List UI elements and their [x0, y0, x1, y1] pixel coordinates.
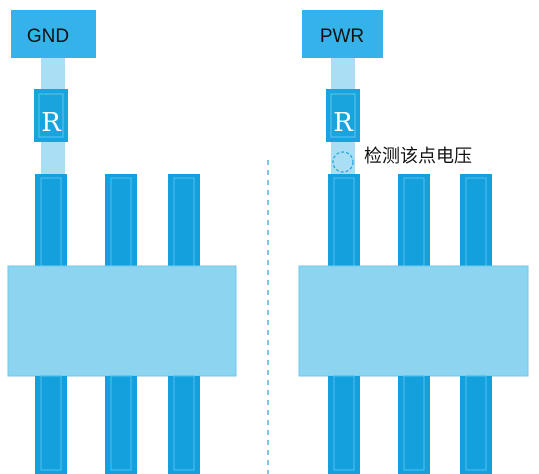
left-pin-2-top [105, 174, 137, 268]
right-pin-1-bottom-inner [333, 375, 355, 471]
right-resistor-label: R [333, 108, 354, 138]
right-pin-2-bottom-inner [403, 375, 425, 471]
left-bottom-pins [35, 375, 200, 474]
right-pin-3-bottom-inner [465, 375, 487, 471]
probe-annotation: 检测该点电压 [364, 146, 472, 167]
left-pin-2-bottom-inner [110, 375, 132, 471]
left-resistor-label: R [41, 108, 62, 138]
right-resistor-inner [330, 93, 356, 138]
gnd-rail-label: GND [27, 26, 69, 47]
left-pin-1-bottom [35, 376, 67, 474]
right-pin-2-top [398, 174, 430, 268]
right-resistor-box [326, 89, 360, 142]
pwr-rail-box [302, 10, 383, 58]
left-top-pins [35, 174, 200, 269]
right-resistor-to-pin-connector [331, 142, 355, 176]
left-resistor-box [34, 89, 68, 142]
left-pin-3-top [168, 174, 200, 268]
left-pin-2-bottom [105, 376, 137, 474]
gnd-rail-box [11, 10, 96, 58]
right-pin-2-bottom [398, 376, 430, 474]
pwr-rail-label: PWR [320, 26, 364, 47]
right-pin-1-bottom [328, 376, 360, 474]
gnd-connector [41, 58, 65, 90]
right-circuit: PWR R 检测该点电压 [298, 10, 529, 474]
right-top-pins [328, 174, 492, 269]
right-pin-3-top [460, 174, 492, 268]
right-bottom-pins [328, 375, 492, 474]
left-pin-1-bottom-inner [40, 375, 62, 471]
left-pin-1-top [35, 174, 67, 268]
probe-point-marker [332, 151, 354, 173]
left-resistor-inner [38, 93, 64, 138]
right-pin-3-bottom [460, 376, 492, 474]
left-pin-3-bottom [168, 376, 200, 474]
left-circuit: GND R [7, 10, 237, 474]
left-resistor-to-pin-connector [41, 142, 65, 176]
left-pin-3-bottom-inner [173, 375, 195, 471]
pwr-connector [331, 58, 355, 90]
right-chip-body [298, 265, 529, 377]
right-pin-1-top [328, 174, 360, 268]
left-chip-body [7, 265, 237, 377]
